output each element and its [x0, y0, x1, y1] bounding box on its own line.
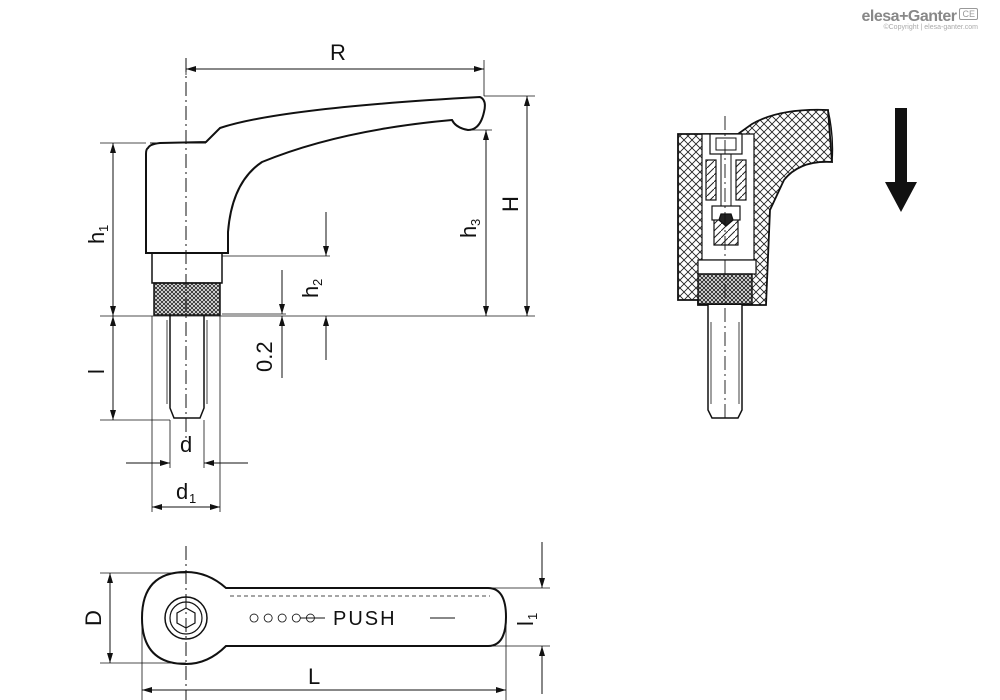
lever-body	[145, 95, 486, 254]
hub-sleeve	[151, 252, 223, 284]
top-view: ○○○○○ PUSH	[100, 542, 550, 700]
hex-socket-icon	[176, 607, 196, 629]
label-h1-sub: 1	[96, 225, 111, 232]
top-dots: ○○○○○	[248, 607, 318, 629]
push-direction-arrow	[885, 108, 917, 212]
label-l: l	[84, 369, 109, 374]
label-h2: h	[298, 286, 323, 298]
brand-name: elesa+Ganter	[861, 8, 957, 25]
top-screw-head	[164, 596, 208, 640]
label-d: d	[180, 432, 192, 457]
label-h2-sub: 2	[310, 279, 325, 286]
label-l1-sub: 1	[525, 613, 540, 620]
label-H: H	[498, 196, 523, 212]
brand-copyright: ©Copyright | elesa-ganter.com	[883, 24, 978, 31]
knurled-ring	[153, 282, 221, 316]
label-d1: d	[176, 479, 188, 504]
label-gap: 0.2	[252, 341, 277, 372]
label-d1-sub: 1	[189, 491, 196, 506]
label-D: D	[81, 610, 106, 626]
label-L: L	[308, 664, 320, 689]
side-view	[100, 58, 535, 512]
label-h3: h	[456, 226, 481, 238]
push-label: PUSH	[333, 608, 397, 630]
ce-mark: CE	[959, 8, 978, 20]
section-view	[677, 108, 834, 422]
label-h1: h	[84, 232, 109, 244]
label-R: R	[330, 40, 346, 65]
threaded-pin	[169, 315, 205, 419]
screw-head	[709, 133, 743, 155]
label-h3-sub: 3	[468, 219, 483, 226]
label-l1: l	[513, 621, 538, 626]
spring	[705, 154, 747, 210]
